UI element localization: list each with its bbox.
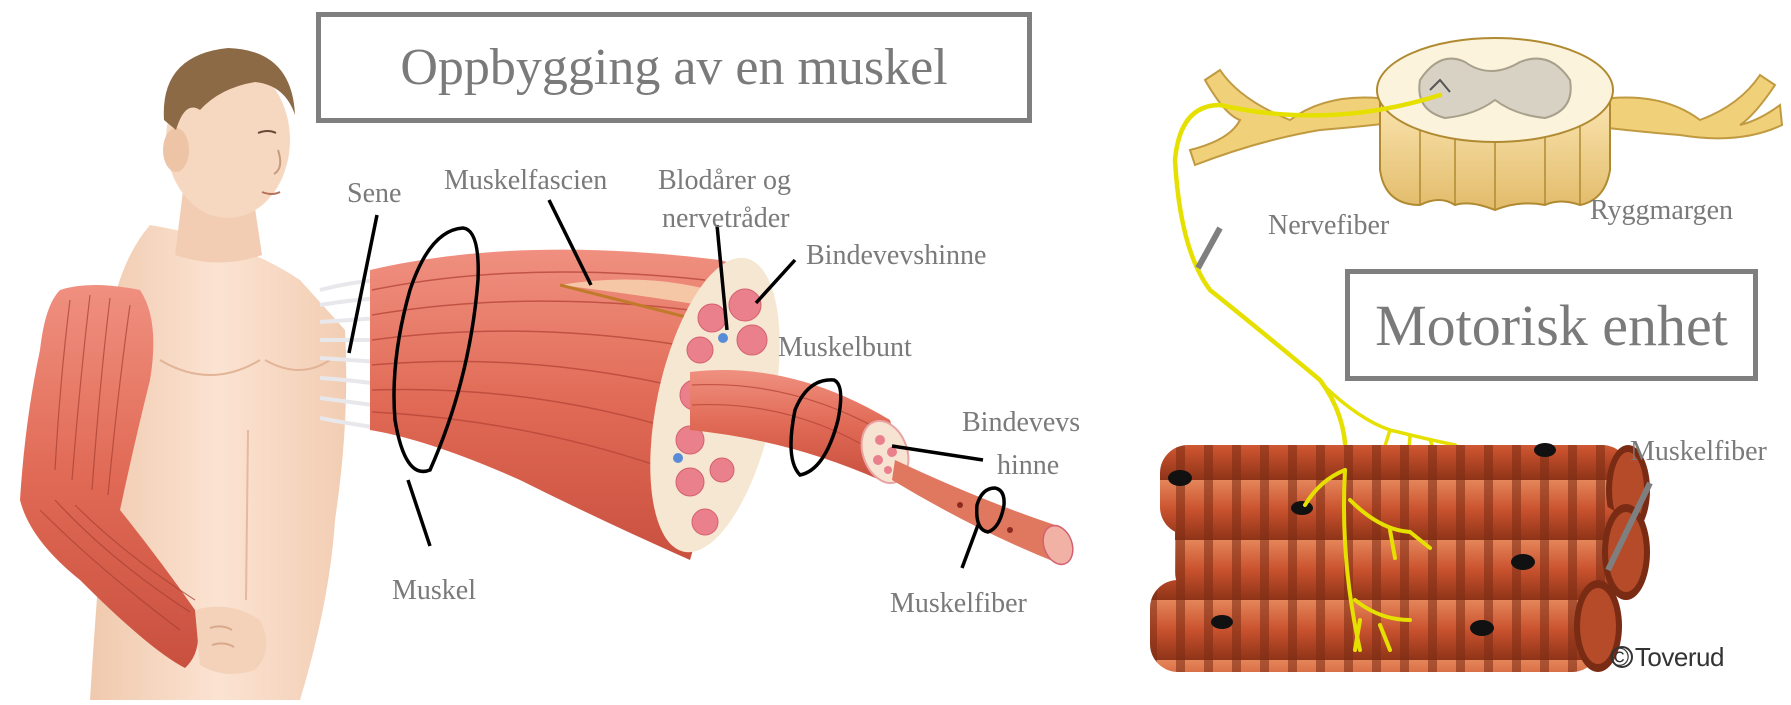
muscle-fibers bbox=[1150, 443, 1650, 672]
label-blodarer-line2: nervetråder bbox=[662, 205, 789, 233]
label-muskel: Muskel bbox=[392, 577, 476, 605]
label-bindevevshinne: Bindevevshinne bbox=[806, 242, 986, 270]
label-bindevevs-line2: hinne bbox=[997, 452, 1059, 480]
credit-toverud: © Toverud bbox=[1610, 642, 1724, 673]
label-ryggmargen: Ryggmargen bbox=[1590, 197, 1733, 225]
label-bindevevs-line1: Bindevevs bbox=[962, 409, 1080, 437]
title-oppbygging: Oppbygging av en muskel bbox=[316, 12, 1032, 123]
label-muskelbunt: Muskelbunt bbox=[778, 334, 912, 362]
label-blodarer-line1: Blodårer og bbox=[658, 167, 791, 195]
label-muskelfiber-right: Muskelfiber bbox=[1630, 438, 1767, 466]
label-nervefiber: Nervefiber bbox=[1268, 212, 1389, 240]
title-motorisk-enhet: Motorisk enhet bbox=[1345, 269, 1758, 381]
label-muskelfascien: Muskelfascien bbox=[444, 167, 607, 195]
label-muskelfiber-left: Muskelfiber bbox=[890, 590, 1027, 618]
human-figure bbox=[20, 48, 346, 700]
label-sene: Sene bbox=[347, 180, 401, 208]
spinal-cord bbox=[1190, 38, 1782, 210]
